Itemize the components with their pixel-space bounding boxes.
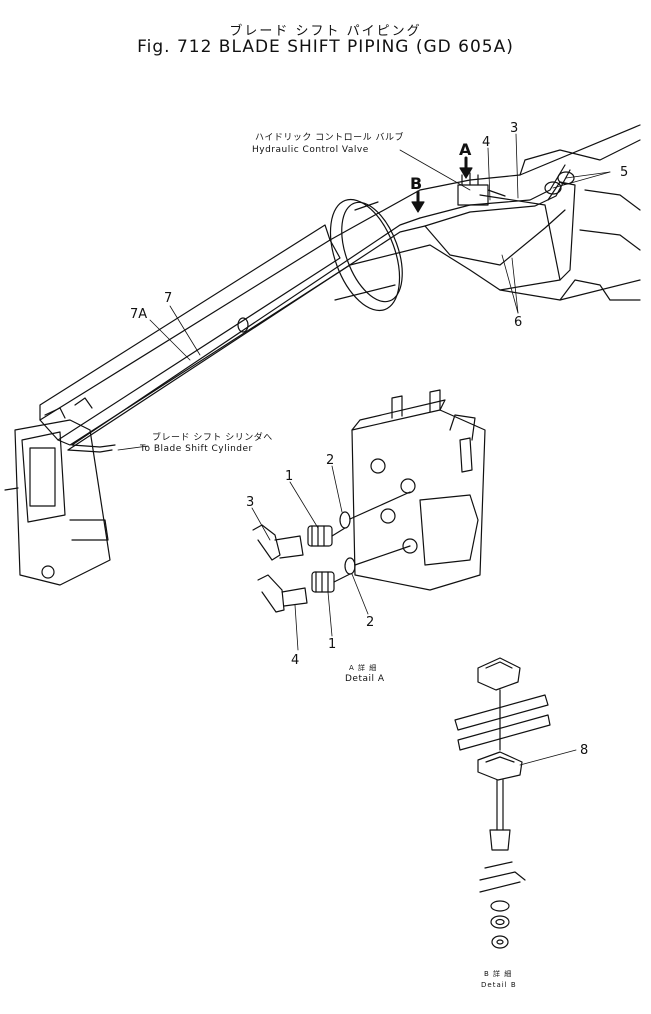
detail-a-leader-lines: [251, 465, 369, 651]
leader-lines: [117, 133, 611, 451]
callout-5: 5: [620, 165, 628, 180]
main-frame-beam: [39, 124, 641, 446]
arrow-a: [459, 156, 473, 179]
valve-label-jp: ハイドリック コントロール バルブ: [255, 131, 404, 143]
detail-b-label-en: Detail B: [481, 981, 517, 989]
callout-4-top: 4: [482, 135, 490, 150]
callout-3-left: 3: [246, 495, 254, 510]
pipe-7-and-7a: [67, 164, 571, 453]
callout-1-upper: 1: [285, 469, 293, 484]
callout-1-lower: 1: [328, 637, 336, 652]
valve-label-en: Hydraulic Control Valve: [252, 145, 369, 155]
arrow-a-label: A: [459, 140, 472, 159]
detail-b-label-jp: B 詳 細: [484, 969, 512, 978]
figure-title: Fig. 712 BLADE SHIFT PIPING (GD 605A): [137, 37, 514, 57]
cylinder-label-jp: ブレード シフト シリンダへ: [152, 431, 273, 443]
callout-6: 6: [514, 315, 522, 330]
detail-a-lower-fittings: [257, 545, 411, 613]
detail-a-label-en: Detail A: [345, 674, 385, 684]
cylinder-label-en: To Blade Shift Cylinder: [139, 444, 253, 454]
arrow-b-label: B: [410, 174, 422, 193]
hydraulic-control-valve: [457, 172, 506, 206]
arrow-b: [411, 190, 425, 213]
callout-2-upper: 2: [326, 453, 334, 468]
circle-ring: [329, 198, 403, 312]
callout-3-top: 3: [510, 121, 518, 136]
callout-8: 8: [580, 743, 588, 758]
callout-7: 7: [164, 291, 172, 306]
detail-a-valve-block: [351, 389, 486, 591]
callout-2-lower: 2: [366, 615, 374, 630]
callout-7a: 7A: [130, 307, 147, 322]
title-japanese: ブレード シフト パイピング: [229, 24, 422, 39]
detail-a-label-jp: A 詳 細: [349, 663, 377, 672]
blade-shift-end: [4, 397, 111, 586]
callout-4-left: 4: [291, 653, 299, 668]
leader-8: [519, 749, 577, 766]
detail-b-clamp-assembly: [454, 657, 551, 949]
detail-a-upper-fittings: [252, 491, 411, 561]
